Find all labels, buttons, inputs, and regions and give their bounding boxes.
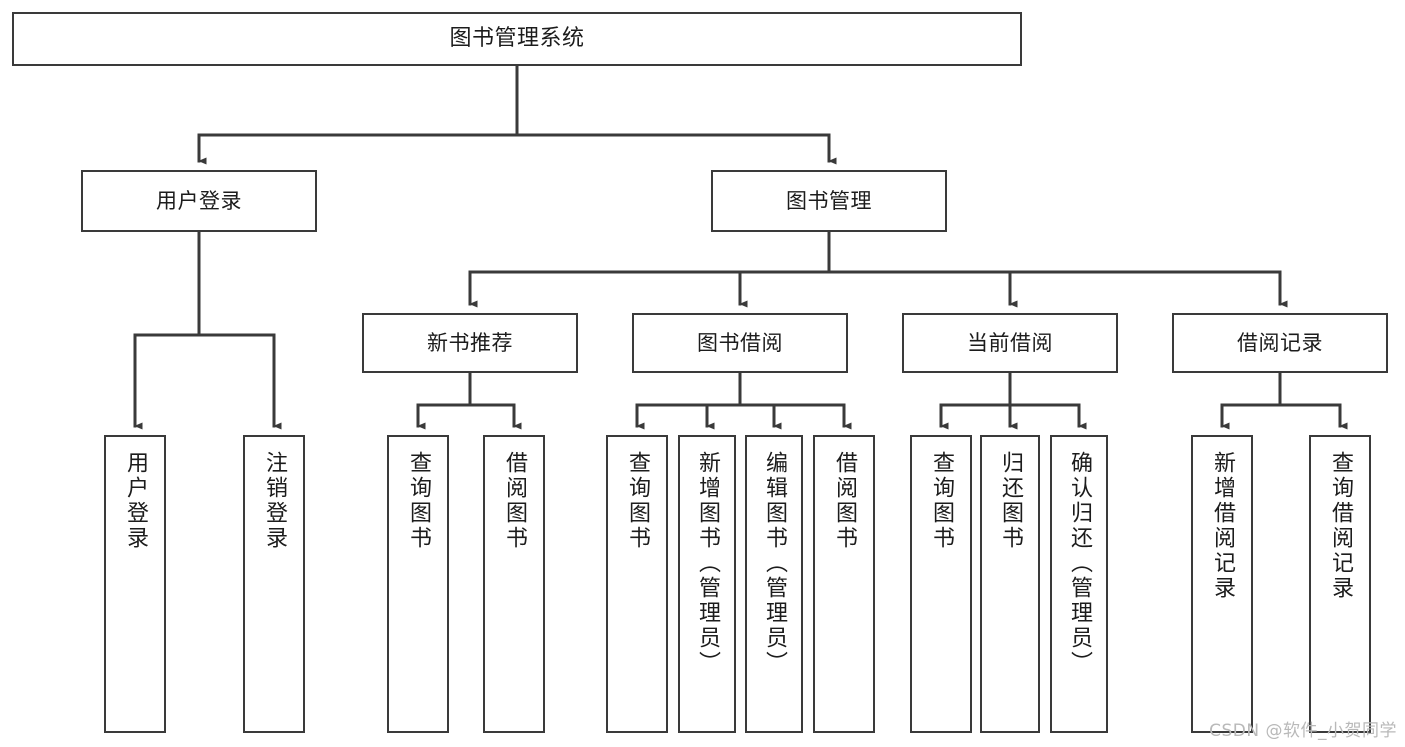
leaf-query-borrow-record[interactable]: 查询借阅记录 (1309, 435, 1371, 733)
node-current-borrow[interactable]: 当前借阅 (902, 313, 1118, 373)
node-label: 注销登录 (262, 451, 287, 551)
node-root-system[interactable]: 图书管理系统 (12, 12, 1022, 66)
node-label: 借阅图书 (502, 451, 527, 551)
leaf-borrow-book-new-rec[interactable]: 借阅图书 (483, 435, 545, 733)
leaf-return-book[interactable]: 归还图书 (980, 435, 1040, 733)
leaf-add-book-admin[interactable]: 新增图书（管理员） (678, 435, 736, 733)
leaf-user-login[interactable]: 用户登录 (104, 435, 166, 733)
leaf-confirm-return-admin[interactable]: 确认归还（管理员） (1050, 435, 1108, 733)
node-label: 查询图书 (406, 451, 431, 551)
node-label: 图书借阅 (697, 330, 783, 355)
node-label: 确认归还（管理员） (1067, 451, 1092, 676)
csdn-watermark: CSDN @软件_小贺同学 (1209, 721, 1397, 741)
node-label: 用户登录 (123, 451, 148, 551)
node-label: 编辑图书（管理员） (762, 451, 787, 676)
leaf-edit-book-admin[interactable]: 编辑图书（管理员） (745, 435, 803, 733)
node-label: 用户登录 (156, 188, 242, 213)
leaf-query-book-new-rec[interactable]: 查询图书 (387, 435, 449, 733)
node-label: 图书管理系统 (449, 26, 585, 52)
node-label: 借阅记录 (1237, 330, 1323, 355)
node-label: 新增图书（管理员） (695, 451, 720, 676)
node-user-login[interactable]: 用户登录 (81, 170, 317, 232)
node-label: 查询借阅记录 (1328, 451, 1353, 601)
leaf-query-book-current[interactable]: 查询图书 (910, 435, 972, 733)
node-borrow-record[interactable]: 借阅记录 (1172, 313, 1388, 373)
node-label: 图书管理 (786, 188, 872, 213)
leaf-borrow-book-borrow[interactable]: 借阅图书 (813, 435, 875, 733)
node-book-manage[interactable]: 图书管理 (711, 170, 947, 232)
node-label: 查询图书 (625, 451, 650, 551)
node-label: 当前借阅 (967, 330, 1053, 355)
leaf-query-book-borrow[interactable]: 查询图书 (606, 435, 668, 733)
node-label: 新增借阅记录 (1210, 451, 1235, 601)
leaf-add-borrow-record[interactable]: 新增借阅记录 (1191, 435, 1253, 733)
node-book-borrow[interactable]: 图书借阅 (632, 313, 848, 373)
node-new-book-recommend[interactable]: 新书推荐 (362, 313, 578, 373)
node-label: 归还图书 (998, 451, 1023, 551)
node-label: 查询图书 (929, 451, 954, 551)
node-label: 新书推荐 (427, 330, 513, 355)
leaf-logout-login[interactable]: 注销登录 (243, 435, 305, 733)
node-label: 借阅图书 (832, 451, 857, 551)
